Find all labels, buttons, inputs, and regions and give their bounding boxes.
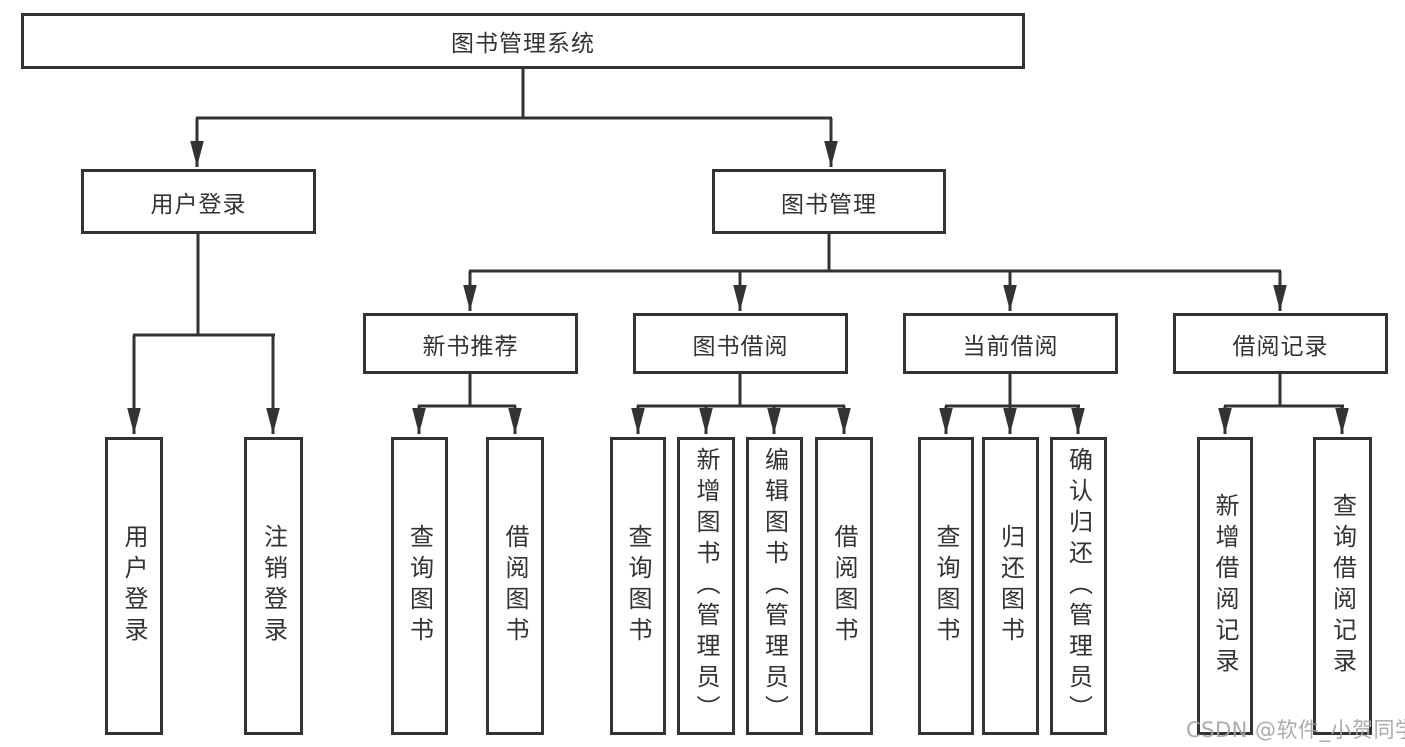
node-leaf-br-query-record: 查询借阅记录 <box>1313 437 1372 735</box>
node-leaf-user-login: 用户登录 <box>105 437 163 735</box>
node-book-borrowing-label: 图书借阅 <box>692 333 789 360</box>
node-leaf-cb-return-books-label: 归还图书 <box>996 524 1025 648</box>
node-leaf-bb-add-books-admin-label: 新增图书（管理员） <box>692 446 720 726</box>
node-leaf-cb-confirm-return-admin-label: 确认归还（管理员） <box>1064 446 1093 726</box>
node-book-management: 图书管理 <box>712 169 946 234</box>
connector-root <box>190 69 838 167</box>
node-leaf-logout: 注销登录 <box>244 437 303 735</box>
connector-borrowing-records <box>1218 374 1349 434</box>
node-leaf-br-query-record-label: 查询借阅记录 <box>1328 493 1357 679</box>
node-leaf-bb-borrow-books-label: 借阅图书 <box>830 524 858 648</box>
connector-book-management <box>463 234 1287 311</box>
node-root: 图书管理系统 <box>21 13 1025 69</box>
node-leaf-cb-query-books-label: 查询图书 <box>932 524 960 648</box>
node-leaf-nbr-borrow-books: 借阅图书 <box>486 437 544 735</box>
node-new-book-recommend-label: 新书推荐 <box>422 333 519 360</box>
node-current-borrowing: 当前借阅 <box>903 313 1118 374</box>
node-user-login-label: 用户登录 <box>150 191 247 218</box>
node-book-management-label: 图书管理 <box>781 191 877 218</box>
node-leaf-bb-borrow-books: 借阅图书 <box>815 437 873 735</box>
node-leaf-bb-query-books: 查询图书 <box>610 437 666 735</box>
node-leaf-logout-label: 注销登录 <box>259 524 288 648</box>
node-leaf-br-add-record-label: 新增借阅记录 <box>1211 493 1239 679</box>
node-leaf-nbr-query-books-label: 查询图书 <box>405 524 434 648</box>
node-current-borrowing-label: 当前借阅 <box>962 333 1059 360</box>
node-leaf-bb-edit-books-admin: 编辑图书（管理员） <box>746 437 803 735</box>
node-root-label: 图书管理系统 <box>451 31 595 57</box>
node-borrowing-records-label: 借阅记录 <box>1232 333 1329 360</box>
connector-new-book-recommend <box>412 374 522 434</box>
node-user-login: 用户登录 <box>81 169 316 234</box>
connector-current-borrowing <box>939 374 1085 434</box>
connector-book-borrowing <box>631 374 851 434</box>
node-leaf-user-login-label: 用户登录 <box>120 524 148 648</box>
node-borrowing-records: 借阅记录 <box>1173 313 1388 374</box>
csdn-watermark: CSDN @软件_小贺同学 <box>1186 718 1405 742</box>
node-leaf-bb-query-books-label: 查询图书 <box>624 524 652 648</box>
node-leaf-cb-confirm-return-admin: 确认归还（管理员） <box>1050 437 1107 735</box>
node-leaf-cb-query-books: 查询图书 <box>918 437 974 735</box>
node-leaf-br-add-record: 新增借阅记录 <box>1197 437 1253 735</box>
node-leaf-bb-edit-books-admin-label: 编辑图书（管理员） <box>760 446 789 726</box>
node-leaf-bb-add-books-admin: 新增图书（管理员） <box>677 437 735 735</box>
connector-user-login <box>127 234 280 434</box>
node-new-book-recommend: 新书推荐 <box>363 313 578 374</box>
node-leaf-nbr-borrow-books-label: 借阅图书 <box>501 524 529 648</box>
node-leaf-nbr-query-books: 查询图书 <box>391 437 448 735</box>
node-book-borrowing: 图书借阅 <box>633 313 848 374</box>
node-leaf-cb-return-books: 归还图书 <box>982 437 1039 735</box>
